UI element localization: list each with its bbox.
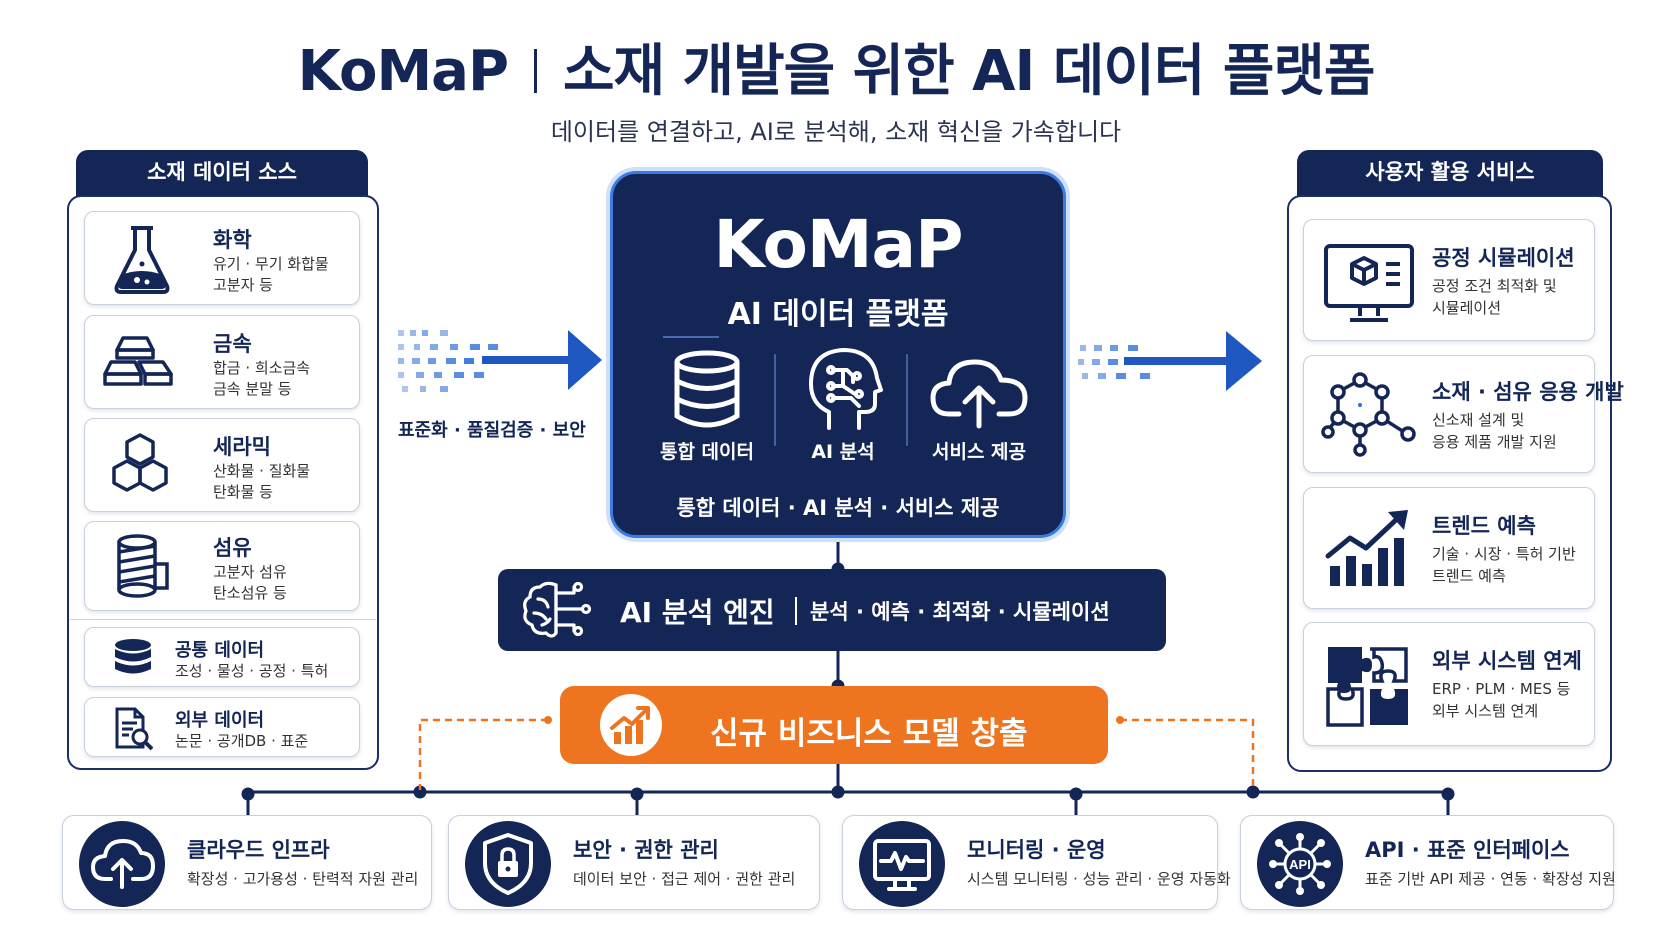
cloud-upload-icon <box>930 359 1028 429</box>
source-title: 섬유 <box>213 536 252 560</box>
ai-head-icon <box>809 348 883 430</box>
engine-title: AI 분석 엔진 <box>620 596 775 629</box>
service-desc-line2: 트렌드 예측 <box>1432 567 1506 585</box>
feature-divider <box>774 354 776 446</box>
source-card-fiber[interactable]: 섬유 고분자 섬유 탄소섬유 등 <box>84 521 360 611</box>
service-desc-line2: 시뮬레이션 <box>1432 299 1502 317</box>
source-card-metal[interactable]: 금속 합금 · 희소금속 금속 분말 등 <box>84 315 360 409</box>
title-text: 소재 개발을 위한 AI 데이터 플랫폼 <box>563 39 1375 104</box>
flow-label: 표준화 · 품질검증 · 보안 <box>398 420 586 441</box>
feature-label: AI 분석 <box>811 441 875 463</box>
source-desc-line2: 금속 분말 등 <box>213 380 292 398</box>
growth-chart-icon <box>600 694 662 756</box>
service-desc-line1: 공정 조건 최적화 및 <box>1432 277 1557 295</box>
accent-line <box>663 336 719 338</box>
flask-icon <box>114 226 170 294</box>
fiber-spool-icon <box>117 534 169 598</box>
source-desc-line1: 유기 · 무기 화합물 <box>213 255 329 273</box>
source-desc-line2: 탄소섬유 등 <box>213 584 287 602</box>
left-panel-header: 소재 데이터 소스 <box>76 150 368 198</box>
feature-label: 통합 데이터 <box>659 441 754 463</box>
page-subtitle: 데이터를 연결하고, AI로 분석해, 소재 혁신을 가속합니다 <box>550 118 1122 146</box>
source-title: 금속 <box>213 332 252 356</box>
service-desc-line1: 신소재 설계 및 <box>1432 411 1525 429</box>
molecule-icon <box>1321 372 1416 457</box>
infra-title: 모니터링 · 운영 <box>967 838 1106 862</box>
platform-subtitle: AI 데이터 플랫폼 <box>727 297 949 332</box>
source-desc-line2: 고분자 등 <box>213 276 273 294</box>
service-title: 외부 시스템 연계 <box>1432 649 1582 673</box>
source-title: 화학 <box>213 228 252 252</box>
platform-footer: 통합 데이터 · AI 분석 · 서비스 제공 <box>676 496 1000 520</box>
api-icon-label: API <box>1289 857 1311 872</box>
title-separator <box>534 48 538 93</box>
left-panel-divider <box>70 619 376 620</box>
hexagon-cluster-icon <box>112 433 168 492</box>
business-title: 신규 비즈니스 모델 창출 <box>710 716 1028 752</box>
source-desc-line2: 탄화물 등 <box>213 483 273 501</box>
title-brand: KoMaP <box>297 39 509 104</box>
service-title: 소재 · 섬유 응용 개발 <box>1432 380 1624 404</box>
source-card-external-data[interactable]: 외부 데이터 논문 · 공개DB · 표준 <box>84 697 360 757</box>
trend-chart-icon <box>1325 510 1408 586</box>
page-title: KoMaP 소재 개발을 위한 AI 데이터 플랫폼 <box>0 26 1672 107</box>
source-title: 세라믹 <box>213 435 271 459</box>
infra-title: 클라우드 인프라 <box>187 838 330 862</box>
service-card-process-simulation[interactable]: 공정 시뮬레이션 공정 조건 최적화 및 시뮬레이션 <box>1303 219 1595 341</box>
monitor-cube-icon <box>1324 244 1414 322</box>
infra-title: 보안 · 권한 관리 <box>573 838 719 862</box>
service-desc-line1: 기술 · 시장 · 특허 기반 <box>1432 545 1576 563</box>
infra-desc: 시스템 모니터링 · 성능 관리 · 운영 자동화 <box>967 870 1231 888</box>
service-card-trend-forecast[interactable]: 트렌드 예측 기술 · 시장 · 특허 기반 트렌드 예측 <box>1303 487 1595 609</box>
source-card-ceramic[interactable]: 세라믹 산화물 · 질화물 탄화물 등 <box>84 418 360 512</box>
right-flow-arrow <box>1078 331 1262 391</box>
infra-card-security[interactable]: 보안 · 권한 관리 데이터 보안 · 접근 제어 · 권한 관리 <box>448 815 820 910</box>
infra-card-monitoring[interactable]: 모니터링 · 운영 시스템 모니터링 · 성능 관리 · 운영 자동화 <box>842 815 1231 910</box>
database-icon <box>115 639 151 674</box>
infra-card-api[interactable]: API API · 표준 인터페이스 표준 기반 API 제공 · 연동 · 확… <box>1240 815 1616 910</box>
source-card-common-data[interactable]: 공통 데이터 조성 · 물성 · 공정 · 특허 <box>84 627 360 687</box>
service-desc-line1: ERP · PLM · MES 등 <box>1432 680 1571 698</box>
service-card-external-integration[interactable]: 외부 시스템 연계 ERP · PLM · MES 등 외부 시스템 연계 <box>1303 622 1595 746</box>
engine-separator <box>795 597 797 625</box>
service-title: 트렌드 예측 <box>1432 514 1536 538</box>
service-desc-line2: 응용 제품 개발 지원 <box>1432 433 1557 451</box>
source-title: 외부 데이터 <box>175 710 265 731</box>
feature-label: 서비스 제공 <box>931 441 1026 463</box>
source-title: 공통 데이터 <box>175 640 265 661</box>
shield-lock-icon <box>465 821 551 907</box>
infra-card-cloud[interactable]: 클라우드 인프라 확장성 · 고가용성 · 탄력적 자원 관리 <box>62 815 432 910</box>
service-title: 공정 시뮬레이션 <box>1432 246 1575 270</box>
ai-engine-bar[interactable]: AI 분석 엔진 분석 · 예측 · 최적화 · 시뮬레이션 <box>498 569 1166 651</box>
engine-desc: 분석 · 예측 · 최적화 · 시뮬레이션 <box>810 600 1110 624</box>
monitor-pulse-icon <box>859 821 945 907</box>
source-desc-line1: 합금 · 희소금속 <box>213 359 311 377</box>
metal-ingots-icon <box>103 336 173 386</box>
source-desc: 조성 · 물성 · 공정 · 특허 <box>175 662 329 680</box>
api-network-icon: API <box>1257 821 1343 907</box>
source-desc-line1: 산화물 · 질화물 <box>213 462 311 480</box>
brain-circuit-icon <box>523 581 592 638</box>
platform-core-box[interactable]: KoMaP AI 데이터 플랫폼 통합 데이터 AI 분석 <box>610 171 1066 538</box>
source-desc: 논문 · 공개DB · 표준 <box>175 732 309 750</box>
business-model-bar[interactable]: 신규 비즈니스 모델 창출 <box>560 686 1108 764</box>
cloud-upload-icon <box>79 821 165 907</box>
infra-desc: 표준 기반 API 제공 · 연동 · 확장성 지원 <box>1365 870 1616 888</box>
platform-title: KoMaP <box>713 206 964 283</box>
puzzle-icon <box>1326 647 1408 727</box>
source-desc-line1: 고분자 섬유 <box>213 563 287 581</box>
feature-divider <box>906 354 908 446</box>
infra-desc: 확장성 · 고가용성 · 탄력적 자원 관리 <box>187 870 419 888</box>
service-card-material-development[interactable]: 소재 · 섬유 응용 개발 신소재 설계 및 응용 제품 개발 지원 <box>1303 355 1624 473</box>
right-panel-header: 사용자 활용 서비스 <box>1297 150 1603 198</box>
source-card-chemistry[interactable]: 화학 유기 · 무기 화합물 고분자 등 <box>84 211 360 305</box>
left-flow-arrow <box>398 330 602 392</box>
service-desc-line2: 외부 시스템 연계 <box>1432 702 1539 720</box>
database-icon <box>674 350 740 428</box>
infra-title: API · 표준 인터페이스 <box>1365 838 1570 862</box>
document-search-icon <box>115 707 154 751</box>
infra-desc: 데이터 보안 · 접근 제어 · 권한 관리 <box>573 870 796 888</box>
